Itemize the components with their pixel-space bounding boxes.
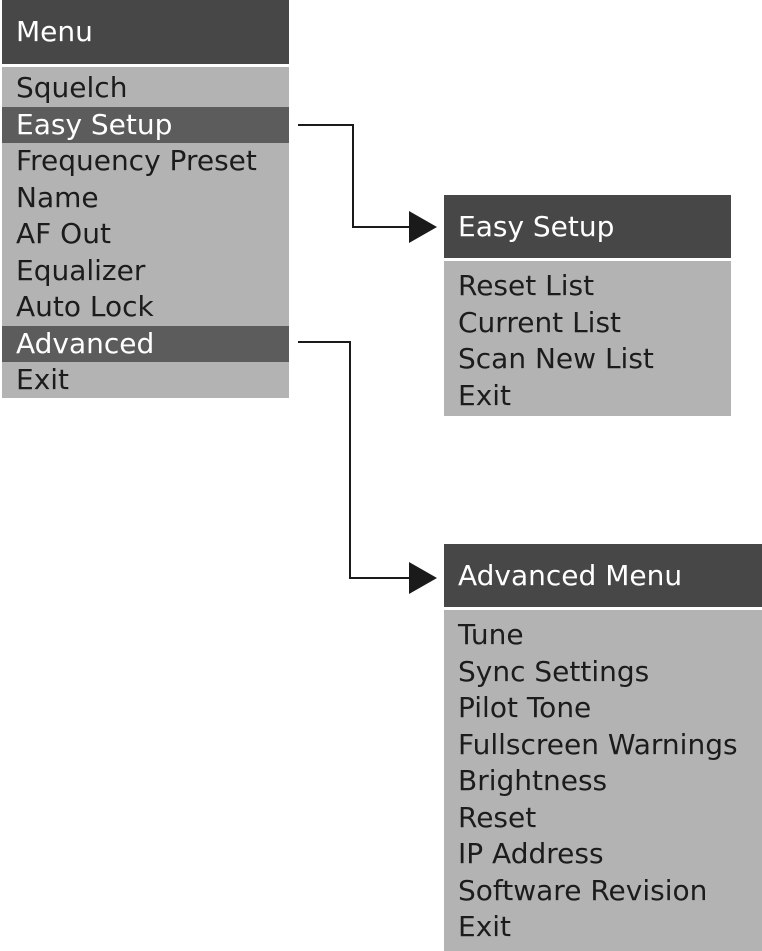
- advanced-item-brightness[interactable]: Brightness: [458, 764, 608, 797]
- advanced-item-software-revision[interactable]: Software Revision: [458, 873, 708, 907]
- menu-item-easy-setup[interactable]: Easy Setup: [2, 106, 289, 143]
- advanced-item-fullscreen-warnings[interactable]: Fullscreen Warnings: [458, 727, 738, 761]
- advanced-item-reset[interactable]: Reset: [458, 800, 537, 834]
- advanced-item-ip-address[interactable]: IP Address: [458, 837, 604, 870]
- easy-setup-menu-list: Reset List Current List Scan New List Ex…: [444, 261, 731, 416]
- advanced-menu-list: Tune Sync Settings Pilot Tone Fullscreen…: [444, 610, 762, 951]
- divider: [444, 607, 762, 610]
- arrowhead-icon: [409, 562, 437, 594]
- main-menu: Menu Squelch Easy Setup Frequency Preset…: [2, 0, 289, 398]
- menu-item-equalizer[interactable]: Equalizer: [16, 253, 146, 287]
- divider: [444, 258, 731, 261]
- advanced-menu: Advanced Menu Tune Sync Settings Pilot T…: [444, 544, 762, 951]
- easy-setup-menu-title: Easy Setup: [444, 195, 731, 258]
- menu-item-squelch[interactable]: Squelch: [16, 71, 128, 104]
- menu-item-af-out[interactable]: AF Out: [16, 217, 111, 250]
- main-menu-list: Squelch Easy Setup Frequency Preset Name…: [2, 67, 289, 398]
- advanced-item-tune[interactable]: Tune: [458, 618, 524, 651]
- menu-item-advanced[interactable]: Advanced: [2, 325, 289, 362]
- main-menu-title: Menu: [2, 0, 289, 64]
- menu-item-exit[interactable]: Exit: [16, 363, 70, 396]
- easy-setup-menu: Easy Setup Reset List Current List Scan …: [444, 195, 731, 416]
- menu-item-name[interactable]: Name: [16, 180, 99, 214]
- arrow-to-easy-setup: [298, 124, 437, 243]
- arrowhead-icon: [409, 211, 437, 243]
- menu-item-auto-lock[interactable]: Auto Lock: [16, 290, 154, 323]
- advanced-item-exit[interactable]: Exit: [458, 910, 512, 943]
- advanced-item-pilot-tone[interactable]: Pilot Tone: [458, 691, 592, 724]
- arrow-to-advanced-menu: [298, 341, 437, 594]
- menu-item-frequency-preset[interactable]: Frequency Preset: [16, 144, 257, 177]
- divider: [2, 64, 289, 67]
- advanced-item-sync-settings[interactable]: Sync Settings: [458, 654, 650, 688]
- easy-setup-item-current-list[interactable]: Current List: [458, 305, 622, 339]
- easy-setup-item-scan-new-list[interactable]: Scan New List: [458, 342, 654, 375]
- advanced-menu-title: Advanced Menu: [444, 544, 762, 607]
- easy-setup-item-exit[interactable]: Exit: [458, 378, 512, 412]
- easy-setup-item-reset-list[interactable]: Reset List: [458, 269, 595, 302]
